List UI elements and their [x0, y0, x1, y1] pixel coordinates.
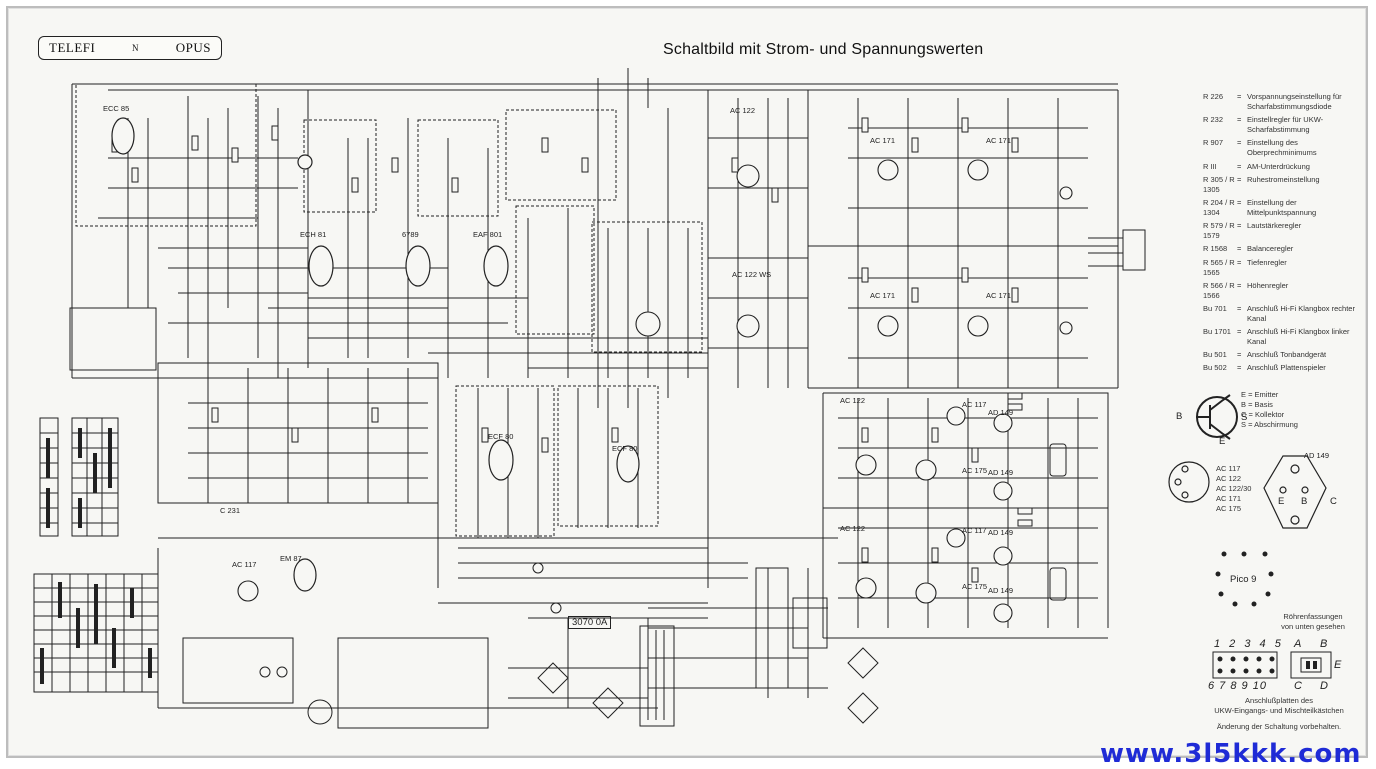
- legend-line: B = Basis: [1241, 400, 1273, 409]
- change-note: Änderung der Schaltung vorbehalten.: [1216, 722, 1342, 731]
- capacitor-label: C 231: [220, 506, 241, 515]
- transistor-label: AC 171: [870, 136, 896, 145]
- transistor-label: AD 149: [988, 586, 1014, 595]
- legend-row: Bu 501=Anschluß Tonbandgerät: [1203, 350, 1327, 360]
- legend-line: S = Abschirmung: [1241, 420, 1298, 429]
- legend-row: Bu 701=Anschluß Hi-Fi Klangbox rechter K…: [1203, 303, 1355, 323]
- legend-row: R 305 / R 1305=Ruhestromeinstellung: [1203, 174, 1320, 194]
- label-e: E: [1334, 659, 1342, 671]
- ad149-pin-e: E: [1278, 496, 1285, 507]
- tube-label: EM 87: [280, 554, 302, 563]
- tube-label: ECC 85: [103, 104, 130, 113]
- pin-numbers-top: 1 2 3 4 5: [1214, 638, 1284, 650]
- legend-row: R 226=Vorspannungseinstellung für Scharf…: [1203, 92, 1342, 111]
- transistor-label: AC 122: [840, 524, 866, 533]
- tube-label: 6789: [402, 230, 419, 239]
- ad149-pin-c: C: [1330, 496, 1337, 507]
- schematic-sheet: TELEFI N OPUS Schaltbild mit Strom- und …: [6, 6, 1368, 758]
- pin-e: E: [1219, 436, 1226, 447]
- transistor-label: AC 117: [962, 400, 987, 409]
- transistor-label: AD 149: [988, 408, 1014, 417]
- legend-row: R 907=Einstellung des Oberprechminimums: [1203, 138, 1317, 158]
- code-box: 3070 0A: [568, 616, 612, 629]
- legend-row: R 565 / R 1565=Tiefenregler: [1203, 257, 1287, 277]
- transistor-type-list: AC 117 AC 122 AC 122/30 AC 171 AC 175: [1216, 464, 1252, 513]
- legend-line: E = Emitter: [1241, 390, 1279, 399]
- adjustment-legend: R 226=Vorspannungseinstellung für Scharf…: [1203, 92, 1363, 377]
- transistor-label: AC 171: [986, 136, 1012, 145]
- pin-s: S: [1241, 412, 1248, 423]
- pin-b: B: [1176, 411, 1183, 422]
- socket-caption: Röhrenfassungen von unten gesehen: [1281, 612, 1345, 631]
- transistor-label: AC 175: [962, 466, 988, 475]
- pico-label: Pico 9: [1230, 574, 1257, 585]
- label-a: A: [1294, 638, 1302, 650]
- label-d: D: [1320, 680, 1328, 692]
- circuit-diagram: [33, 68, 1332, 729]
- watermark: www.3l5kkk.com: [1100, 739, 1362, 769]
- tube-label: ECF 80: [488, 432, 514, 441]
- label-c: C: [1294, 680, 1302, 692]
- legend-row: R 579 / R 1579=Lautstärkeregler: [1203, 221, 1302, 241]
- brand-box: TELEFI N OPUS: [38, 36, 222, 60]
- transistor-label: AD 149: [988, 528, 1014, 537]
- brand-left: TELEFI: [49, 40, 96, 55]
- legend-row: R 232=Einstellregler für UKW-Scharfabsti…: [1203, 115, 1324, 135]
- transistor-label: AC 122: [730, 106, 756, 115]
- diagram-title: Schaltbild mit Strom- und Spannungswerte…: [663, 41, 984, 58]
- anschluss-caption: Anschlußplatten des UKW-Eingangs- und Mi…: [1214, 696, 1344, 715]
- tube-label: EAF 801: [473, 230, 503, 239]
- legend-row: R 204 / R 1304=Einstellung der Mittelpun…: [1203, 197, 1317, 217]
- tube-label: ECH 81: [300, 230, 327, 239]
- pin-numbers-bottom: 6 7 8 9 10: [1208, 680, 1267, 692]
- transistor-label: AC 122 WS: [732, 270, 772, 279]
- transistor-label: AC 122: [840, 396, 866, 405]
- brand-mid: N: [132, 43, 140, 53]
- transistor-label: AC 171: [870, 291, 896, 300]
- label-b: B: [1320, 638, 1328, 650]
- legend-row: Bu 1701=Anschluß Hi-Fi Klangbox linker K…: [1203, 327, 1350, 347]
- legend-line: C = Kollektor: [1241, 410, 1285, 419]
- transistor-label: AC 117: [962, 526, 987, 535]
- transistor-label: AC 117: [232, 560, 257, 569]
- ad149-label: AD 149: [1304, 451, 1330, 460]
- transistor-label: AC 175: [962, 582, 988, 591]
- legend-row: R 1568=Balanceregler: [1203, 244, 1294, 254]
- transistor-label: AC 171: [986, 291, 1012, 300]
- transistor-pin-legend: E = Emitter B = Basis C = Kollektor S = …: [1241, 390, 1298, 430]
- ad149-pin-b: B: [1301, 496, 1308, 507]
- tube-label: ECF 80: [612, 444, 638, 453]
- legend-row: Bu 502=Anschluß Plattenspieler: [1203, 363, 1326, 373]
- brand-right: OPUS: [175, 40, 211, 55]
- legend-row: R 566 / R 1566=Höhenregler: [1203, 280, 1289, 300]
- transistor-label: AD 149: [988, 468, 1014, 477]
- legend-row: R III=AM-Unterdrückung: [1203, 161, 1310, 171]
